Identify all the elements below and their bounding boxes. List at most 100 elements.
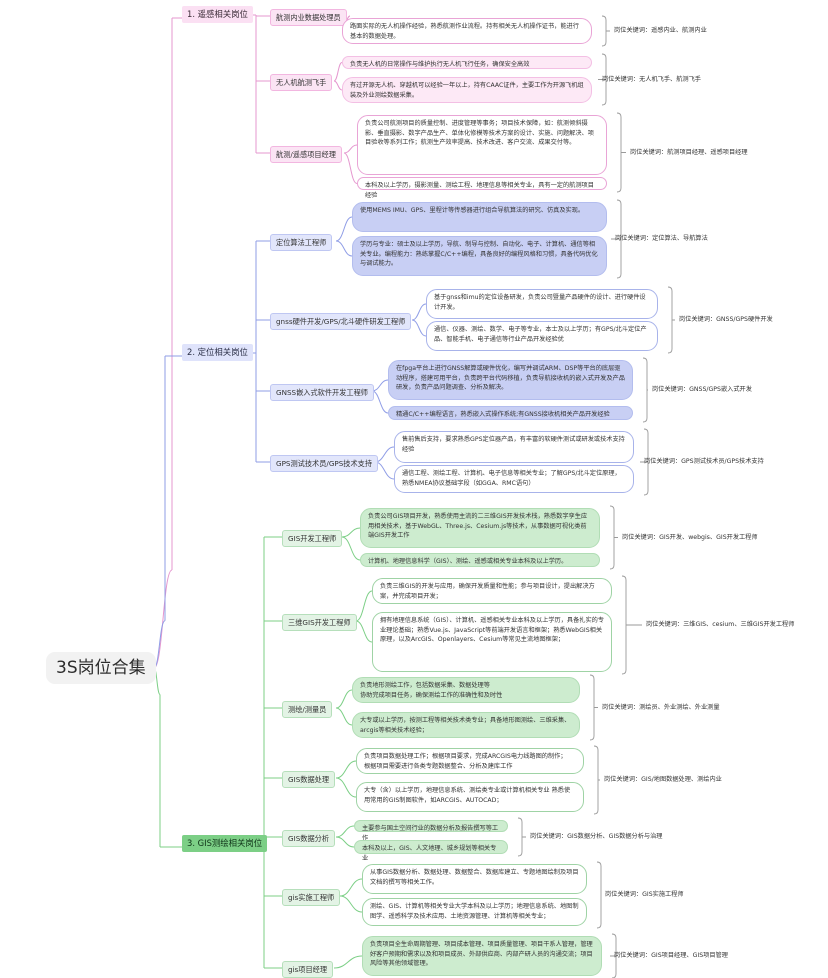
- desc-link: [343, 144, 358, 154]
- description-text: 精通C/C++编程语言，熟悉嵌入式操作系统;有GNSS接收机相关产品开发经验: [396, 411, 610, 418]
- job-description: 拥有地理信息系统（GIS）、计算机、遥感相关专业本科及以上学历，具备扎实的专业理…: [372, 612, 612, 672]
- description-text: 学历与专业：硕士及以上学历，导航、制导与控制、自动化、电子、计算机、通信等相关专…: [360, 241, 598, 268]
- keyword-text: 岗位关键词：测绘员、外业测绘、外业测量: [602, 703, 720, 711]
- role-title: gnss硬件开发/GPS/北斗硬件研发工程师: [276, 317, 406, 326]
- role-node[interactable]: 三维GIS开发工程师: [282, 614, 357, 632]
- description-text: 拥有地理信息系统（GIS）、计算机、遥感相关专业本科及以上学历，具备扎实的专业理…: [380, 617, 605, 644]
- desc-link: [335, 240, 353, 257]
- job-description: 学历与专业：硕士及以上学历，导航、制导与控制、自动化、电子、计算机、通信等相关专…: [352, 236, 607, 276]
- description-text: 测绘、GIS、计算机等相关专业大学本科及以上学历；地理信息系统、地图制图学、遥感…: [370, 903, 579, 920]
- keyword-text: 岗位关键词：GIS项目经理、GIS项目管理: [614, 952, 728, 959]
- keyword-label: 岗位关键词：定位算法、导航算法: [613, 233, 710, 245]
- role-node[interactable]: gis项目经理: [282, 961, 334, 978]
- job-description: 大专（含）以上学历，地理信息系统、测绘类专业或计算机相关专业 熟悉使用常用的GI…: [356, 782, 584, 812]
- role-title: 航测内业数据处理员: [276, 13, 341, 22]
- job-description: 售前售后支持，要求熟悉GPS定位器产品，有丰富的软硬件测试或研发或技术支持经验: [394, 431, 634, 463]
- job-description: 负责无人机的日常操作与维护执行无人机飞行任务，确保安全高效: [342, 56, 592, 69]
- role-title: gis实施工程师: [288, 893, 335, 902]
- keyword-label: 岗位关键词：GIS实施工程师: [603, 889, 686, 901]
- category-node[interactable]: 3. GIS测绘相关岗位: [182, 835, 268, 852]
- category-node[interactable]: 2. 定位相关岗位: [182, 344, 253, 361]
- group-bracket: [616, 112, 622, 193]
- job-description: 有过开源无人机、穿越机可以经验一年以上，持有CAAC证件，主要工作为开源飞机组装…: [342, 77, 592, 103]
- keyword-text: 岗位关键词：航测项目经理、遥感项目经理: [630, 148, 748, 156]
- keyword-text: 岗位关键词：三维GIS、cesium、三维GIS开发工程师: [646, 621, 795, 628]
- job-description: 使用MEMS IMU、GPS、里程计等传感器进行组合导航算法的研究、仿真及实现。: [352, 202, 607, 232]
- description-text: 负责项目数据处理工作；根据项目要求，完成ARCGIS电力线路图的制作； 根据项目…: [364, 753, 567, 770]
- keyword-text: 岗位关键词：GNSS/GPS嵌入式开发: [652, 386, 752, 393]
- description-text: 本科及以上学历，摄影测量、测绘工程、地理信息等相关专业，具有一定的航测项目经验: [365, 182, 594, 199]
- keyword-text: 岗位关键词：定位算法、导航算法: [615, 235, 708, 242]
- role-node[interactable]: gis实施工程师: [282, 889, 341, 907]
- desc-link: [335, 836, 355, 848]
- root-node[interactable]: 3S岗位合集: [46, 652, 156, 685]
- group-bracket: [667, 286, 673, 354]
- job-description: 负责项目数据处理工作；根据项目要求，完成ARCGIS电力线路图的制作； 根据项目…: [356, 748, 584, 774]
- role-node[interactable]: GIS开发工程师: [282, 530, 343, 548]
- job-description: 计算机、地理信息科学（GIS）、测绘、遥感或相关专业本科及以上学历。: [360, 553, 600, 567]
- root-title: 3S岗位合集: [56, 658, 146, 678]
- group-bracket: [609, 505, 615, 570]
- desc-link: [335, 760, 357, 779]
- role-title: GNSS嵌入式软件开发工程师: [276, 388, 368, 397]
- desc-link: [335, 777, 357, 798]
- job-description: 从事GIS数据分析、数据处理、数据整合、数据库建立、专题地图绘制及项目文档的撰写…: [362, 864, 587, 894]
- keyword-label: 岗位关键词：航测项目经理、遥感项目经理: [628, 147, 750, 159]
- group-bracket: [517, 817, 523, 857]
- desc-link: [333, 62, 343, 82]
- group-bracket: [601, 15, 607, 47]
- desc-link: [355, 590, 373, 622]
- job-description: 基于gnss和imu的定位设备研发，负责公司暨量产品硬件的设计、进行硬件设计开发…: [426, 289, 658, 319]
- role-node[interactable]: 航测内业数据处理员: [270, 9, 347, 27]
- role-node[interactable]: 测绘/测量员: [282, 701, 333, 719]
- description-text: 通信、仪器、测绘、数学、电子等专业，本士及以上学历；有GPS/北斗定位产品、智能…: [434, 326, 647, 343]
- job-description: 测绘、GIS、计算机等相关专业大学本科及以上学历；地理信息系统、地图制图学、遥感…: [362, 898, 587, 926]
- role-node[interactable]: GIS数据处理: [282, 771, 336, 789]
- keyword-label: 岗位关键词：GIS/地图数据处理、测绘内业: [602, 774, 724, 786]
- role-node[interactable]: gnss硬件开发/GPS/北斗硬件研发工程师: [270, 313, 412, 331]
- job-description: 大专或以上学历，按测工程等相关技术类专业；具备地形图测绘、三维采集、arcgis…: [352, 712, 580, 738]
- keyword-label: 岗位关键词：GIS开发、webgis、GIS开发工程师: [620, 532, 760, 544]
- role-node[interactable]: 航测/遥感项目经理: [270, 146, 342, 164]
- role-title: 三维GIS开发工程师: [288, 618, 351, 627]
- description-text: 负责项目全生命周期管理、项目成本管理、项目质量管理、项目干系人管理，管理好客户预…: [370, 941, 593, 968]
- desc-link: [339, 895, 363, 913]
- description-text: 负责无人机的日常操作与维护执行无人机飞行任务，确保安全高效: [350, 61, 530, 68]
- role-node[interactable]: GNSS嵌入式软件开发工程师: [270, 384, 374, 402]
- desc-link: [355, 620, 373, 643]
- role-title: 航测/遥感项目经理: [276, 150, 336, 159]
- desc-link: [341, 536, 361, 561]
- description-text: 本科及以上，GIS、人文地理、城乡规划等相关专业: [362, 845, 497, 862]
- desc-link: [335, 825, 355, 838]
- desc-link: [341, 527, 361, 538]
- desc-link: [333, 955, 363, 969]
- job-description: 负责公司航测项目的质量控制、进度管理等事务；项目技术保障，如：航测倾斜摄影、垂直…: [357, 115, 607, 175]
- role-node[interactable]: 定位算法工程师: [270, 234, 333, 252]
- job-description: 负责公司GIS项目开发，熟悉使用主流的二三维GIS开发技术栈，熟悉数字孪生应用相…: [360, 508, 600, 548]
- keyword-text: 岗位关键词：遥感内业、航测内业: [614, 27, 707, 34]
- category-title: 3. GIS测绘相关岗位: [187, 838, 263, 848]
- description-text: 大专（含）以上学历，地理信息系统、测绘类专业或计算机相关专业 熟悉使用常用的GI…: [364, 787, 571, 804]
- job-description: 路面实际的无人机操作经验，熟悉航测作业流程。持有相关无人机操作证书，能进行基本的…: [342, 18, 592, 44]
- desc-link: [411, 319, 427, 337]
- keyword-label: 岗位关键词：无人机飞手、航测飞手: [600, 74, 703, 86]
- job-description: 通信、仪器、测绘、数学、电子等专业，本士及以上学历；有GPS/北斗定位产品、智能…: [426, 321, 658, 351]
- keyword-label: 岗位关键词：三维GIS、cesium、三维GIS开发工程师: [644, 619, 796, 631]
- description-text: 负责地形测绘工作，包括数据采集、数据处理等 协助完成项目任务，确保测绘工作的准确…: [360, 682, 503, 699]
- keyword-label: 岗位关键词：GIS数据分析、GIS数据分析与治理: [528, 831, 664, 843]
- keyword-label: 岗位关键词：测绘员、外业测绘、外业测量: [600, 702, 722, 714]
- group-bracket: [596, 861, 602, 929]
- root-link-1: [153, 620, 166, 669]
- role-node[interactable]: 无人机航测飞手: [270, 74, 333, 92]
- job-description: 负责项目全生命周期管理、项目成本管理、项目质量管理、项目干系人管理，管理好客户预…: [362, 936, 602, 976]
- description-text: 有过开源无人机、穿越机可以经验一年以上，持有CAAC证件，主要工作为开源飞机组装…: [350, 82, 584, 99]
- description-text: 从事GIS数据分析、数据处理、数据整合、数据库建立、专题地图绘制及项目文档的撰写…: [370, 869, 579, 886]
- job-description: 本科及以上，GIS、人文地理、城乡规划等相关专业: [354, 840, 508, 862]
- description-text: 大专或以上学历，按测工程等相关技术类专业；具备地形图测绘、三维采集、arcgis…: [360, 717, 571, 734]
- role-node[interactable]: GIS数据分析: [282, 830, 336, 848]
- role-title: GPS测试技术员/GPS技术支持: [276, 459, 373, 468]
- keyword-text: 岗位关键词：GIS开发、webgis、GIS开发工程师: [622, 533, 758, 541]
- category-node[interactable]: 1. 遥感相关岗位: [182, 6, 253, 23]
- role-node[interactable]: GPS测试技术员/GPS技术支持: [270, 455, 379, 473]
